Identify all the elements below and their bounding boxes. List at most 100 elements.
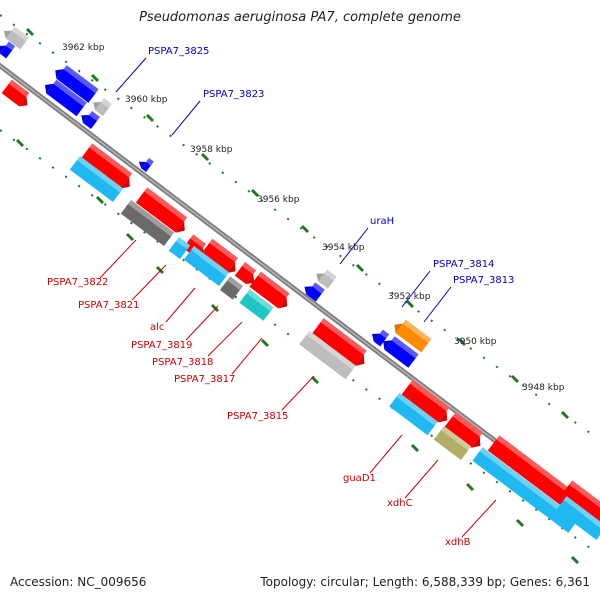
block-face (220, 280, 240, 300)
tick-dot (430, 434, 434, 438)
block-top-face (496, 435, 588, 506)
tick-dot (77, 184, 81, 188)
major-tick (515, 518, 525, 528)
arrow-head (278, 297, 288, 309)
gene-block (69, 155, 124, 203)
block-face (46, 83, 84, 117)
label-leader (231, 337, 263, 375)
block-top-face (563, 496, 600, 528)
gene-label: PSPA7_3825 (148, 46, 209, 57)
tick-dot (0, 129, 3, 132)
tick-dot (534, 393, 538, 397)
arrow-head (175, 221, 185, 233)
tick-dot (469, 347, 473, 350)
genome-summary-text: Topology: circular; Length: 6,588,339 bp… (260, 575, 590, 589)
tick-dot (0, 14, 3, 17)
arrow-head (138, 161, 147, 169)
block-top-face (569, 480, 600, 508)
tick-dot (299, 226, 303, 230)
arrow-head (372, 333, 380, 342)
tick-dot (351, 263, 355, 267)
block-top-face (257, 271, 290, 298)
tick-dot (90, 193, 94, 197)
gene-label: PSPA7_3823 (203, 89, 264, 100)
block-top-face (227, 276, 243, 291)
tick-dot (234, 180, 238, 184)
tick-dot (391, 291, 394, 295)
block-face (120, 203, 172, 247)
block-face (384, 340, 416, 368)
block-top-face (242, 261, 257, 275)
block-face (80, 147, 130, 189)
label-leader (369, 434, 403, 474)
block-face (433, 429, 469, 461)
gene-label: PSPA7_3815 (227, 411, 288, 422)
block-face (472, 451, 576, 533)
block-face (318, 273, 334, 289)
gene-block (220, 276, 243, 300)
gene-block-pspa7-3815 (312, 318, 367, 366)
label-leader (171, 100, 201, 136)
gene-block-xdhc (444, 412, 483, 448)
major-tick (95, 195, 105, 205)
tick-dot (195, 267, 199, 271)
tick-dot (378, 397, 381, 401)
tick-dot (116, 212, 120, 216)
block-top-face (101, 98, 112, 109)
tick-dot (247, 189, 251, 193)
block-top-face (320, 318, 367, 355)
block-top-face (396, 392, 438, 426)
tick-dot (208, 162, 212, 165)
genome-title: Pseudomonas aeruginosa PA7, complete gen… (139, 10, 461, 25)
block-top-face (479, 447, 579, 524)
label-leader (99, 239, 137, 279)
accession-text: Accession: NC_009656 (10, 575, 147, 589)
block-top-face (190, 234, 206, 249)
scale-label: 3954 kbp (322, 243, 365, 253)
tick-dot (286, 217, 290, 221)
tick-dot (365, 273, 368, 276)
block-top-face (306, 330, 356, 370)
gene-block-pspa7-3818 (234, 261, 257, 285)
tick-dot (586, 430, 590, 434)
gene-block (93, 98, 112, 116)
scale-label: 3960 kbp (125, 95, 168, 105)
label-leader (404, 459, 439, 499)
tick-dot (521, 384, 525, 387)
gene-block (45, 79, 87, 117)
block-top-face (8, 79, 30, 97)
block-top-face (209, 238, 238, 263)
gene-block-guad1 (401, 379, 450, 423)
tick-dot (495, 365, 499, 369)
tick-dot (482, 471, 486, 475)
gene-block-pspa7-3825 (55, 65, 99, 103)
block-face (299, 334, 353, 380)
tick-dot (64, 60, 68, 64)
tick-dot (521, 499, 525, 502)
arrow-head (93, 102, 102, 110)
label-leader (423, 286, 452, 323)
arrow-head (245, 274, 255, 285)
major-tick (570, 555, 580, 565)
tick-dot (90, 78, 94, 82)
scale-label: 3950 kbp (454, 337, 497, 347)
label-leader (185, 305, 219, 341)
block-top-face (402, 319, 432, 343)
block-top-face (63, 65, 99, 94)
gene-block (389, 392, 438, 436)
label-leader (207, 321, 243, 357)
label-leader (131, 264, 167, 301)
major-tick (15, 138, 25, 148)
tick-dot (51, 51, 55, 54)
tick-dot (482, 356, 486, 360)
tick-dot (64, 175, 68, 179)
major-tick (210, 303, 220, 313)
tick-dot (129, 106, 133, 110)
label-leader (401, 270, 431, 308)
tick-dot (156, 125, 159, 128)
block-face (1, 83, 27, 107)
gene-block (168, 236, 191, 260)
tick-dot (469, 462, 473, 465)
tick-dot (156, 240, 159, 243)
